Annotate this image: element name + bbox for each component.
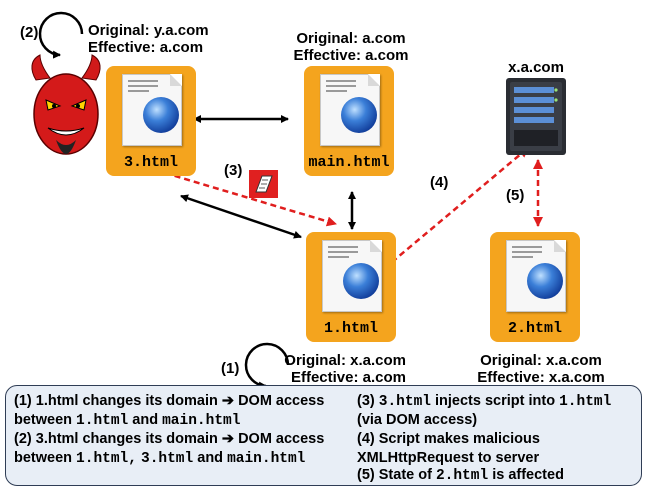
original-domain: Original: x.a.com [284, 352, 406, 369]
web-document-icon [506, 240, 566, 312]
effective-domain: Effective: a.com [293, 47, 409, 64]
arrow-icon: ➔ [221, 393, 235, 409]
label-2html-domains: Original: x.a.com Effective: x.a.com [466, 352, 616, 386]
legend-line-7: (4) Script makes malicious [357, 431, 540, 447]
server-icon [506, 78, 566, 155]
file-1html: 1.html [306, 232, 396, 342]
step-label-3: (3) [224, 162, 243, 179]
original-domain: Original: x.a.com [480, 352, 602, 369]
devil-icon [31, 54, 101, 155]
effective-domain: Effective: a.com [88, 39, 204, 56]
file-2html: 2.html [490, 232, 580, 342]
self-loop-3html [38, 11, 84, 59]
arrow-3html-1html [180, 194, 302, 239]
web-document-icon [322, 240, 382, 312]
step-label-2: (2) [20, 24, 39, 41]
web-document-icon [122, 74, 182, 146]
step-label-5: (5) [506, 187, 525, 204]
legend-line-9: (5) State of 2.html is affected [357, 467, 564, 484]
explanation-box: (1) 1.html changes its domain ➔ DOM acce… [5, 385, 642, 486]
file-3html: 3.html [106, 66, 196, 176]
original-domain: Original: y.a.com [88, 22, 209, 39]
legend-line-1: (1) 1.html changes its domain ➔ DOM acce… [14, 393, 325, 409]
arrow-icon: ➔ [221, 431, 235, 447]
file-main-html: main.html [304, 66, 394, 176]
web-document-icon [320, 74, 380, 146]
file-name-main-html: main.html [308, 154, 390, 171]
file-name-2html: 2.html [507, 320, 562, 337]
scroll-icon [249, 170, 278, 198]
server-label: x.a.com [508, 59, 564, 76]
step-label-4: (4) [430, 174, 449, 191]
effective-domain: Effective: x.a.com [477, 369, 605, 386]
file-name-1html: 1.html [323, 320, 378, 337]
label-3html-domains: Original: y.a.com Effective: a.com [88, 22, 209, 56]
legend-line-2: between 1.html and main.html [14, 412, 241, 429]
legend-line-4: between 1.html, 3.html and main.html [14, 450, 306, 467]
self-loop-1html [244, 342, 290, 390]
effective-domain: Effective: a.com [290, 369, 406, 386]
file-name-3html: 3.html [123, 154, 178, 171]
original-domain: Original: a.com [296, 30, 406, 47]
legend-line-5: (3) 3.html injects script into 1.html [357, 393, 612, 410]
step-label-1: (1) [221, 360, 240, 377]
label-1html-domains: Original: x.a.com Effective: a.com [284, 352, 406, 386]
label-main-domains: Original: a.com Effective: a.com [283, 30, 419, 64]
legend-line-8: XMLHttpRequest to server [357, 450, 540, 466]
legend-line-3: (2) 3.html changes its domain ➔ DOM acce… [14, 431, 325, 447]
legend-line-6: (via DOM access) [357, 412, 478, 428]
